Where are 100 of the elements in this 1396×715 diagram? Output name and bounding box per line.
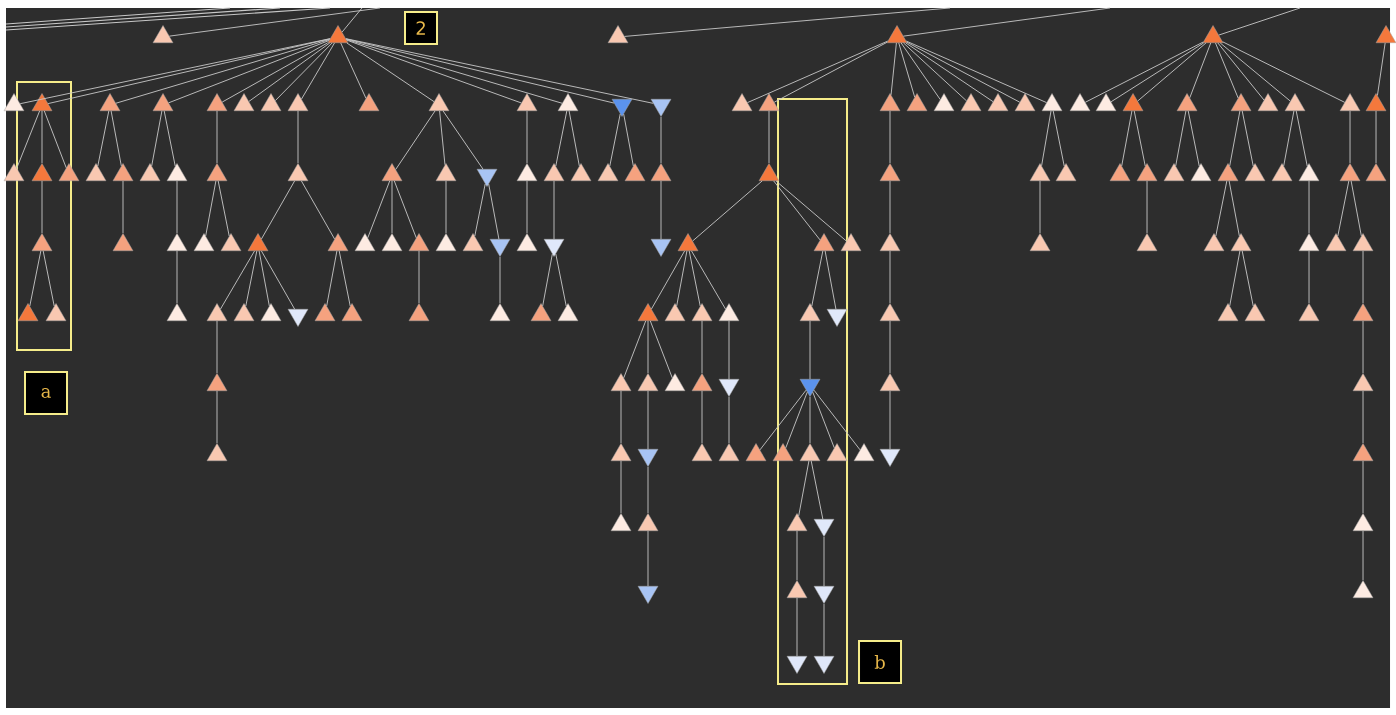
link-line xyxy=(169,7,381,37)
triangle xyxy=(879,303,901,321)
triangle xyxy=(1217,303,1239,321)
link-line xyxy=(768,110,770,164)
link-line xyxy=(889,180,891,234)
link-line xyxy=(1308,250,1310,304)
triangle xyxy=(624,163,646,181)
link-line xyxy=(442,110,484,170)
link-line xyxy=(205,180,217,237)
link-line xyxy=(1187,110,1200,167)
link-line xyxy=(692,180,763,242)
link-line xyxy=(647,530,649,587)
triangle xyxy=(287,163,309,181)
link-line xyxy=(620,460,622,514)
triangle xyxy=(516,163,538,181)
triangle xyxy=(879,233,901,251)
triangle xyxy=(1163,163,1185,181)
triangle xyxy=(260,303,282,321)
triangle xyxy=(758,93,780,111)
triangle xyxy=(476,169,498,187)
link-line xyxy=(623,113,634,167)
link-line xyxy=(1362,250,1364,304)
link-line xyxy=(1362,390,1364,444)
triangle xyxy=(543,239,565,257)
triangle xyxy=(1041,93,1063,111)
triangle xyxy=(570,163,592,181)
link-line xyxy=(216,320,218,374)
link-line xyxy=(728,320,730,380)
triangle xyxy=(691,373,713,391)
link-line xyxy=(274,42,333,101)
link-line xyxy=(1308,180,1310,234)
link-line xyxy=(542,253,553,307)
link-line xyxy=(1349,110,1351,164)
link-line xyxy=(1217,42,1265,101)
link-line xyxy=(623,320,647,379)
triangle xyxy=(664,373,686,391)
triangle xyxy=(1122,93,1144,111)
triangle xyxy=(1298,303,1320,321)
link-line xyxy=(823,536,825,587)
link-line xyxy=(168,40,330,104)
triangle xyxy=(886,25,908,43)
link-line xyxy=(301,42,335,100)
link-line xyxy=(176,250,178,304)
triangle xyxy=(166,303,188,321)
triangle xyxy=(610,513,632,531)
triangle xyxy=(799,443,821,461)
link-line xyxy=(773,180,821,241)
triangle xyxy=(287,309,309,327)
triangle xyxy=(637,513,659,531)
link-line xyxy=(301,180,335,240)
triangle xyxy=(1230,233,1252,251)
triangle xyxy=(408,303,430,321)
link-line xyxy=(16,110,41,169)
triangle xyxy=(462,233,484,251)
link-line xyxy=(445,180,447,234)
triangle xyxy=(206,373,228,391)
triangle xyxy=(152,93,174,111)
triangle xyxy=(314,303,336,321)
link-line xyxy=(43,110,67,169)
link-line xyxy=(1362,460,1364,514)
triangle xyxy=(745,443,767,461)
triangle xyxy=(206,303,228,321)
link-line xyxy=(261,250,295,310)
link-line xyxy=(773,41,888,103)
triangle xyxy=(220,233,242,251)
triangle xyxy=(1325,233,1347,251)
triangle xyxy=(879,163,901,181)
triangle xyxy=(1298,163,1320,181)
triangle xyxy=(1352,580,1374,598)
triangle xyxy=(206,93,228,111)
link-line xyxy=(1377,42,1386,96)
triangle xyxy=(327,25,349,43)
link-line xyxy=(889,390,891,450)
triangle xyxy=(826,309,848,327)
callout-label: a xyxy=(24,371,68,415)
link-line xyxy=(813,389,861,451)
link-line xyxy=(624,7,951,37)
triangle xyxy=(1244,303,1266,321)
triangle xyxy=(718,443,740,461)
link-line xyxy=(906,41,1021,103)
triangle xyxy=(637,303,659,321)
triangle xyxy=(879,449,901,467)
triangle xyxy=(1352,443,1374,461)
triangle xyxy=(31,233,53,251)
link-line xyxy=(568,110,580,167)
triangle xyxy=(3,163,25,181)
triangle xyxy=(1176,93,1198,111)
triangle xyxy=(1190,163,1212,181)
triangle xyxy=(1298,233,1320,251)
triangle xyxy=(611,99,633,117)
triangle xyxy=(1352,233,1374,251)
triangle xyxy=(786,580,808,598)
link-line xyxy=(393,180,417,239)
link-line xyxy=(474,183,486,237)
link-line xyxy=(151,110,163,167)
link-line xyxy=(785,391,808,449)
triangle xyxy=(1339,163,1361,181)
link-line xyxy=(97,110,110,167)
link-line xyxy=(1215,42,1239,99)
link-line xyxy=(346,42,435,103)
